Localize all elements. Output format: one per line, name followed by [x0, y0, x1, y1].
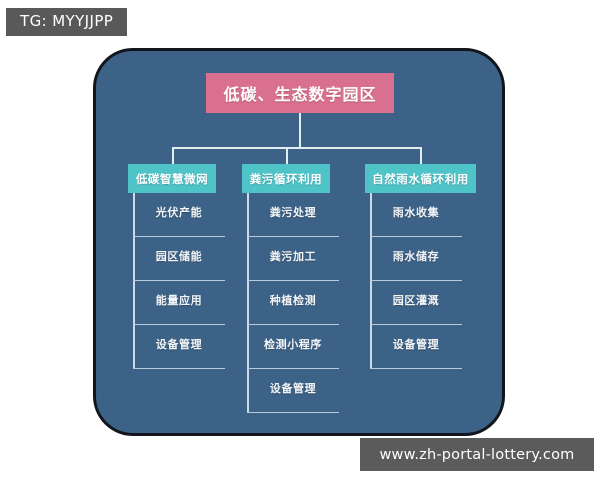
branch-node-rainwater-recycling: 自然雨水循环利用: [365, 164, 476, 193]
branch-node-label: 粪污循环利用: [249, 171, 323, 186]
leaf-item: 粪污加工: [247, 237, 339, 281]
leaf-item: 雨水储存: [370, 237, 462, 281]
leaf-item: 光伏产能: [133, 193, 225, 237]
root-node: 低碳、生态数字园区: [206, 73, 394, 113]
branch-node-low-carbon-microgrid: 低碳智慧微网: [128, 164, 216, 193]
leaf-item: 能量应用: [133, 281, 225, 325]
leaf-column-2: 粪污处理 粪污加工 种植检测 检测小程序 设备管理: [247, 193, 339, 413]
leaf-item-label: 检测小程序: [264, 337, 322, 351]
leaf-item: 园区灌溉: [370, 281, 462, 325]
leaf-column-spine: [247, 193, 249, 413]
leaf-item-label: 粪污加工: [269, 249, 317, 263]
connector-drop-branch-2: [286, 147, 288, 165]
leaf-column-spine: [370, 193, 372, 369]
leaf-item: 种植检测: [247, 281, 339, 325]
connector-drop-branch-3: [420, 147, 422, 165]
connector-root-drop: [299, 113, 301, 148]
connector-distribution-bar: [172, 147, 422, 149]
leaf-item: 检测小程序: [247, 325, 339, 369]
leaf-item: 设备管理: [370, 325, 462, 369]
leaf-item-label: 设备管理: [155, 337, 203, 351]
leaf-column-1: 光伏产能 园区储能 能量应用 设备管理: [133, 193, 225, 369]
branch-node-label: 自然雨水循环利用: [372, 171, 469, 186]
leaf-column-spine: [133, 193, 135, 369]
leaf-item-label: 种植检测: [269, 293, 317, 307]
leaf-item-label: 雨水收集: [392, 205, 440, 219]
leaf-item-label: 能量应用: [155, 293, 203, 307]
tg-channel-badge: TG: MYYJJPP: [6, 8, 128, 36]
leaf-item-label: 设备管理: [392, 337, 440, 351]
branch-node-manure-recycling: 粪污循环利用: [242, 164, 330, 193]
branch-node-label: 低碳智慧微网: [135, 171, 209, 186]
leaf-item: 雨水收集: [370, 193, 462, 237]
leaf-item-label: 光伏产能: [155, 205, 203, 219]
connector-drop-branch-1: [172, 147, 174, 165]
root-node-label: 低碳、生态数字园区: [223, 85, 377, 104]
leaf-item: 设备管理: [247, 369, 339, 413]
leaf-item: 粪污处理: [247, 193, 339, 237]
leaf-item: 设备管理: [133, 325, 225, 369]
leaf-item-label: 园区储能: [155, 249, 203, 263]
leaf-item-label: 雨水储存: [392, 249, 440, 263]
leaf-item-label: 设备管理: [269, 381, 317, 395]
site-watermark: www.zh-portal-lottery.com: [360, 438, 594, 471]
leaf-item: 园区储能: [133, 237, 225, 281]
leaf-item-label: 园区灌溉: [392, 293, 440, 307]
leaf-item-label: 粪污处理: [269, 205, 317, 219]
leaf-column-3: 雨水收集 雨水储存 园区灌溉 设备管理: [370, 193, 462, 369]
